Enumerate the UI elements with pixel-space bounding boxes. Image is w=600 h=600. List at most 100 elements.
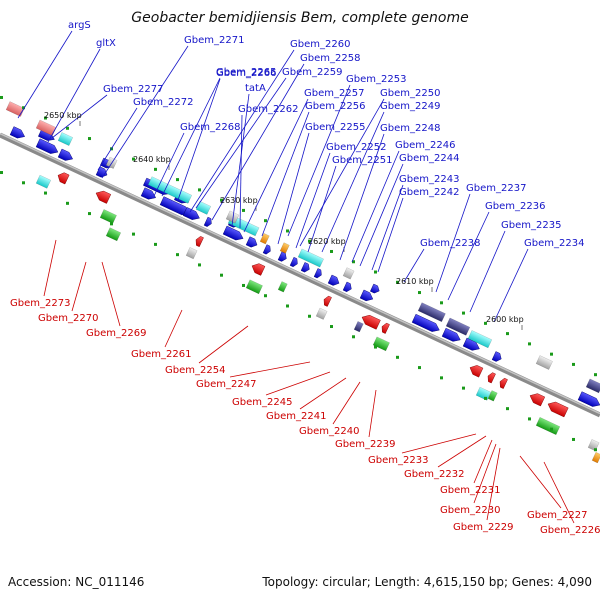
gene-label-forward[interactable]: Gbem_2256 (305, 101, 365, 112)
gene-label-forward[interactable]: Gbem_2255 (305, 122, 365, 133)
track-dot (440, 376, 443, 380)
gene-label-reverse[interactable]: Gbem_2270 (38, 313, 98, 324)
gene-label-forward[interactable]: Gbem_2234 (524, 238, 584, 249)
leader-line (153, 132, 185, 197)
feature-block-16 (342, 267, 355, 280)
gene-label-forward[interactable]: Gbem_2259 (282, 67, 342, 78)
feature-block-12 (225, 210, 240, 224)
gene-label-forward[interactable]: gltX (96, 38, 116, 49)
leader-line (177, 78, 221, 201)
leader-line (243, 98, 309, 233)
gene-label-forward[interactable]: Gbem_2271 (184, 35, 244, 46)
leader-line (51, 94, 108, 139)
gene-label-forward[interactable]: Gbem_2257 (304, 88, 364, 99)
gene-label-forward[interactable]: Gbem_2272 (133, 97, 193, 108)
leader-line (351, 150, 400, 263)
tick-label: 2600 kbp (486, 315, 524, 324)
gene-label-forward[interactable]: Gbem_2258 (300, 53, 360, 64)
track-dot (352, 335, 355, 339)
gene-label-forward[interactable]: Gbem_2277 (103, 84, 163, 95)
track-dot (572, 362, 575, 366)
gene-label-forward[interactable]: Gbem_2248 (380, 123, 440, 134)
track-dot (308, 314, 311, 318)
gene-label-forward[interactable]: Gbem_2251 (332, 155, 392, 166)
gene-label-forward[interactable]: argS (68, 20, 91, 31)
gene-label-reverse[interactable]: Gbem_2240 (299, 426, 359, 437)
track-dot (484, 321, 487, 325)
gene-label-forward[interactable]: Gbem_2252 (326, 142, 386, 153)
gene-label-reverse[interactable]: Gbem_2241 (266, 411, 326, 422)
gene-label-forward[interactable]: Gbem_2246 (395, 140, 455, 151)
gene-label-reverse[interactable]: Gbem_2229 (453, 522, 513, 533)
track-dot (374, 270, 377, 274)
gene-label-reverse[interactable]: Gbem_2227 (527, 510, 587, 521)
leader-line (287, 84, 351, 237)
cds-forward-9 (222, 225, 244, 241)
leader-line (195, 77, 287, 209)
gene-label-forward[interactable]: tatA (245, 83, 266, 94)
gene-label-forward[interactable]: Gbem_2236 (485, 201, 545, 212)
cds-reverse-11 (547, 401, 569, 418)
gene-label-forward[interactable]: Gbem_2260 (290, 39, 350, 50)
track-dot (264, 294, 267, 298)
gene-label-forward[interactable]: Gbem_2265 (216, 67, 276, 78)
gene-label-forward[interactable]: Gbem_2266 (216, 68, 276, 79)
cds-forward-11 (262, 244, 271, 255)
feature-block-lower-0 (35, 174, 52, 189)
gene-label-reverse[interactable]: Gbem_2273 (10, 298, 70, 309)
gene-label-reverse[interactable]: Gbem_2230 (440, 505, 500, 516)
feature-block-14 (535, 355, 553, 370)
gene-label-reverse[interactable]: Gbem_2232 (404, 469, 464, 480)
track-dot (0, 171, 3, 175)
gene-label-forward[interactable]: Gbem_2262 (238, 104, 298, 115)
cds-forward-21 (462, 337, 480, 351)
feature-block-lower-6 (372, 336, 390, 352)
leader-line (401, 433, 477, 454)
leader-line (47, 48, 101, 143)
gene-label-forward[interactable]: Gbem_2235 (501, 220, 561, 231)
gene-label-forward[interactable]: Gbem_2253 (346, 74, 406, 85)
gene-label-forward[interactable]: Gbem_2250 (380, 88, 440, 99)
track-dot (88, 137, 91, 141)
track-dot (330, 325, 333, 329)
leader-line (473, 443, 497, 504)
gene-label-forward[interactable]: Gbem_2238 (420, 238, 480, 249)
track-dot (220, 273, 223, 277)
gene-label-reverse[interactable]: Gbem_2233 (368, 455, 428, 466)
track-dot (242, 208, 245, 212)
track-dot (528, 417, 531, 421)
track-dot (286, 304, 289, 308)
tick-label: 2650 kbp (44, 111, 82, 120)
feature-block-3 (259, 233, 270, 245)
cds-forward-5 (140, 187, 156, 200)
gene-label-forward[interactable]: Gbem_2249 (380, 101, 440, 112)
feature-block-lower-10 (587, 439, 600, 452)
gene-label-reverse[interactable]: Gbem_2254 (165, 365, 225, 376)
gene-label-reverse[interactable]: Gbem_2247 (196, 379, 256, 390)
tick-label: 2630 kbp (220, 196, 258, 205)
gene-label-reverse[interactable]: Gbem_2226 (540, 525, 600, 536)
gene-label-reverse[interactable]: Gbem_2245 (232, 397, 292, 408)
genome-backbone (0, 132, 600, 418)
feature-block-8 (5, 101, 25, 117)
gene-label-forward[interactable]: Gbem_2242 (399, 187, 459, 198)
feature-block-0 (147, 176, 193, 204)
leader-line (161, 77, 221, 197)
track-dot (330, 249, 333, 253)
leader-line (519, 455, 562, 509)
gene-label-forward[interactable]: Gbem_2244 (399, 153, 459, 164)
leader-line (211, 63, 305, 221)
gene-label-reverse[interactable]: Gbem_2231 (440, 485, 500, 496)
feature-block-lower-11 (591, 451, 600, 464)
leader-line (307, 165, 337, 253)
gene-label-forward[interactable]: Gbem_2237 (466, 183, 526, 194)
feature-block-15 (585, 378, 600, 394)
feature-block-9 (35, 119, 57, 136)
gene-label-reverse[interactable]: Gbem_2239 (335, 439, 395, 450)
gene-label-forward[interactable]: Gbem_2268 (180, 122, 240, 133)
gene-label-forward[interactable]: Gbem_2243 (399, 174, 459, 185)
gene-label-reverse[interactable]: Gbem_2269 (86, 328, 146, 339)
gene-label-reverse[interactable]: Gbem_2261 (131, 349, 191, 360)
leader-line (71, 261, 87, 312)
leader-line (403, 248, 425, 283)
